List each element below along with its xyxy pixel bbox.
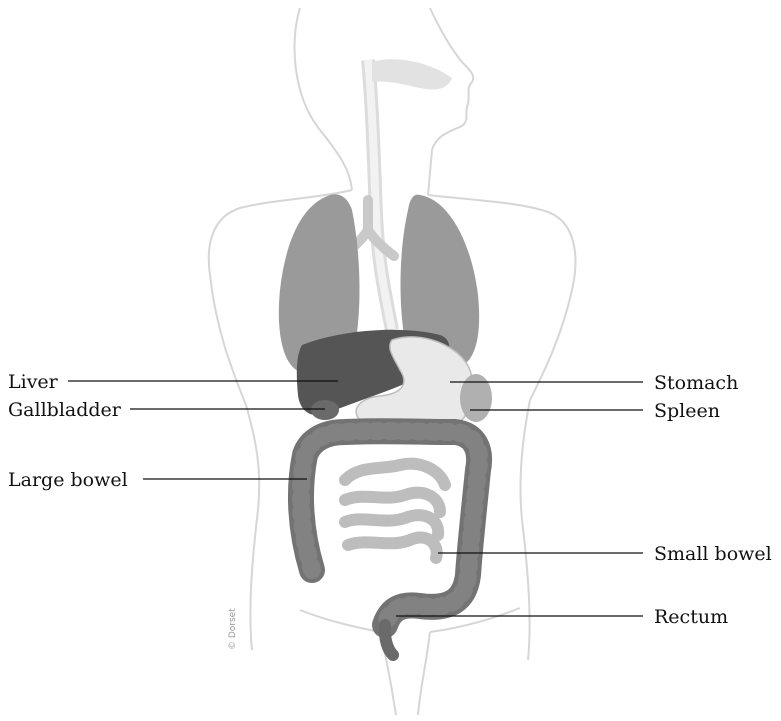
mouth-cavity [372,59,452,89]
label-liver: Liver [8,371,59,393]
label-gallbladder: Gallbladder [8,399,122,421]
face-outline [428,8,473,195]
large-bowel-bumps [301,431,479,625]
label-small-bowel: Small bowel [654,543,772,565]
small-bowel [345,464,445,558]
right-torso-outline [520,400,530,660]
head-outline [295,8,352,190]
label-large-bowel: Large bowel [8,469,128,491]
label-rectum: Rectum [654,606,728,628]
credit-text: © Dorset [228,608,238,650]
left-torso-outline [246,405,259,650]
label-stomach: Stomach [654,372,738,394]
label-spleen: Spleen [654,400,720,422]
spleen [460,374,492,422]
gallbladder [311,400,339,420]
